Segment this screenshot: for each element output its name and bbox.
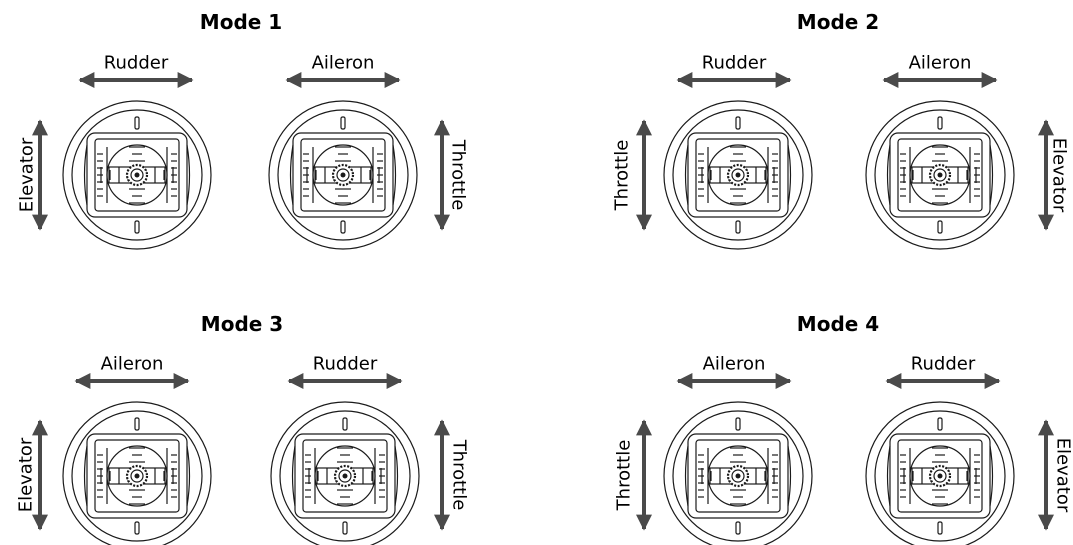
stick-gimbal-icon	[269, 101, 417, 249]
left-stick-vertical-label: Throttle	[614, 440, 635, 512]
mode-title: Mode 4	[797, 312, 879, 336]
right-stick-horizontal-label: Rudder	[313, 354, 378, 375]
stick-gimbal-icon	[271, 402, 419, 545]
stick-gimbal-icon	[63, 101, 211, 249]
mode-title: Mode 3	[201, 312, 283, 336]
right-stick-horizontal-label: Aileron	[909, 53, 972, 74]
right-stick-vertical-label: Throttle	[448, 139, 469, 211]
left-stick-horizontal-label: Rudder	[104, 53, 169, 74]
right-stick-vertical-label: Elevator	[1049, 138, 1070, 213]
left-stick-vertical-label: Throttle	[612, 140, 633, 212]
left-stick-horizontal-label: Aileron	[703, 354, 766, 375]
stick-gimbal-icon	[866, 101, 1014, 249]
mode-title: Mode 1	[200, 10, 282, 34]
stick-gimbal-icon	[866, 402, 1014, 545]
mode-title: Mode 2	[797, 10, 879, 34]
left-stick-horizontal-label: Aileron	[101, 354, 164, 375]
left-stick-horizontal-label: Rudder	[702, 53, 767, 74]
stick-gimbal-icon	[664, 402, 812, 545]
right-stick-vertical-label: Throttle	[449, 439, 470, 511]
left-stick-vertical-label: Elevator	[16, 437, 37, 512]
right-stick-horizontal-label: Aileron	[312, 53, 375, 74]
stick-gimbal-icon	[664, 101, 812, 249]
stick-gimbal-icon	[63, 402, 211, 545]
left-stick-vertical-label: Elevator	[17, 137, 38, 212]
right-stick-horizontal-label: Rudder	[911, 354, 976, 375]
right-stick-vertical-label: Elevator	[1053, 438, 1073, 513]
